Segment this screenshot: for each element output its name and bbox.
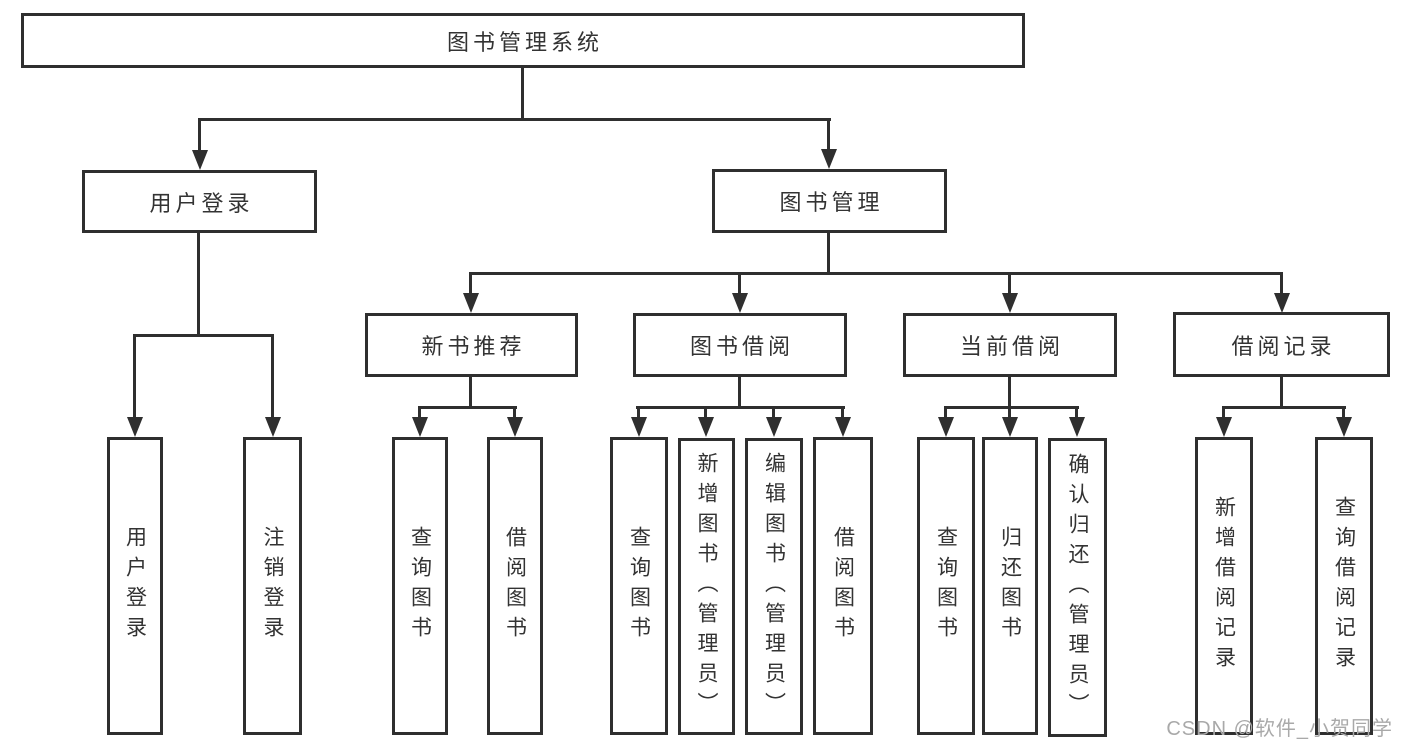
connector-currentborrow-rail (944, 406, 1079, 409)
node-new-book-recommend: 新书推荐 (365, 313, 578, 377)
connector-drop-bb-edit (772, 406, 775, 419)
connector-root-rail (198, 118, 831, 121)
leaf-cb-confirm-return-admin: 确认归还（管理员） (1048, 438, 1107, 737)
leaf-nb-query-books: 查询图书 (392, 437, 448, 735)
leaf-cb-query-books: 查询图书 (917, 437, 975, 735)
arrowhead-new-book-rec (463, 293, 479, 313)
node-book-borrow: 图书借阅 (633, 313, 847, 377)
node-root-label: 图书管理系统 (446, 29, 603, 55)
arrowhead-br-add (1216, 417, 1232, 437)
arrowhead-cb-query (938, 417, 954, 437)
arrowhead-borrow-records (1274, 293, 1290, 313)
connector-drop-new-book-rec (469, 272, 472, 295)
connector-userlogin-rail (133, 334, 274, 337)
connector-drop-borrow-records (1280, 272, 1283, 295)
node-book-management: 图书管理 (712, 169, 947, 233)
arrowhead-leaf-user-login (127, 417, 143, 437)
connector-bookmgmt-rail (469, 272, 1283, 275)
arrowhead-current-borrow (1002, 293, 1018, 313)
connector-drop-cb-return (1008, 406, 1011, 419)
node-user-login-label: 用户登录 (149, 190, 254, 216)
node-current-borrow: 当前借阅 (903, 313, 1117, 377)
connector-drop-book-mgmt (827, 118, 830, 151)
leaf-nb-query-books-label: 查询图书 (408, 526, 432, 646)
arrowhead-book-mgmt (821, 149, 837, 169)
connector-borrowrecords-stem (1280, 377, 1283, 409)
node-book-borrow-label: 图书借阅 (689, 334, 794, 359)
connector-newbookrec-rail (418, 406, 517, 409)
connector-userlogin-stem (197, 233, 200, 337)
connector-bookborrow-stem (738, 377, 741, 409)
node-borrow-records-label: 借阅记录 (1231, 333, 1336, 359)
connector-bookborrow-rail (636, 406, 845, 409)
node-user-login: 用户登录 (82, 170, 317, 233)
leaf-nb-borrow-books-label: 借阅图书 (503, 526, 527, 646)
leaf-cb-query-books-label: 查询图书 (934, 526, 958, 646)
leaf-user-login-label: 用户登录 (123, 526, 147, 646)
arrowhead-bb-add (698, 417, 714, 437)
leaf-cb-confirm-return-admin-label: 确认归还（管理员） (1066, 452, 1089, 723)
connector-drop-user-login (198, 118, 201, 152)
leaf-br-add-record: 新增借阅记录 (1195, 437, 1253, 735)
leaf-user-login: 用户登录 (107, 437, 163, 735)
leaf-nb-borrow-books: 借阅图书 (487, 437, 543, 735)
connector-drop-nb-query (418, 406, 421, 419)
connector-drop-bb-query (637, 406, 640, 419)
arrowhead-book-borrow (732, 293, 748, 313)
connector-newbookrec-stem (469, 377, 472, 409)
connector-drop-leaf-logout (271, 334, 274, 419)
leaf-bb-add-books-admin-label: 新增图书（管理员） (695, 451, 718, 722)
leaf-bb-query-books-label: 查询图书 (627, 526, 651, 646)
connector-drop-bb-borrow (841, 406, 844, 419)
connector-drop-cb-query (944, 406, 947, 419)
node-new-book-recommend-label: 新书推荐 (421, 334, 526, 359)
leaf-bb-add-books-admin: 新增图书（管理员） (678, 438, 735, 735)
connector-drop-bb-add (704, 406, 707, 419)
connector-drop-br-add (1222, 406, 1225, 419)
leaf-logout-login: 注销登录 (243, 437, 302, 735)
arrowhead-cb-confirm (1069, 417, 1085, 437)
leaf-bb-query-books: 查询图书 (610, 437, 668, 735)
connector-borrowrecords-rail (1222, 406, 1346, 409)
connector-currentborrow-stem (1008, 377, 1011, 409)
node-borrow-records: 借阅记录 (1173, 312, 1390, 377)
arrowhead-bb-query (631, 417, 647, 437)
node-root: 图书管理系统 (21, 13, 1025, 68)
node-book-management-label: 图书管理 (779, 190, 884, 215)
leaf-bb-edit-books-admin: 编辑图书（管理员） (745, 438, 803, 735)
arrowhead-br-query (1336, 417, 1352, 437)
connector-drop-leaf-user-login (133, 334, 136, 419)
connector-drop-cb-confirm (1075, 406, 1078, 419)
leaf-cb-return-books: 归还图书 (982, 437, 1038, 735)
leaf-br-query-record: 查询借阅记录 (1315, 437, 1373, 735)
node-current-borrow-label: 当前借阅 (959, 334, 1064, 359)
arrowhead-cb-return (1002, 417, 1018, 437)
leaf-br-add-record-label: 新增借阅记录 (1212, 496, 1236, 676)
watermark-text: CSDN @软件_小贺同学 (1166, 718, 1393, 740)
arrowhead-bb-borrow (835, 417, 851, 437)
arrowhead-nb-query (412, 417, 428, 437)
leaf-logout-login-label: 注销登录 (261, 526, 284, 646)
leaf-br-query-record-label: 查询借阅记录 (1332, 496, 1356, 676)
connector-bookmgmt-stem (827, 233, 830, 275)
leaf-cb-return-books-label: 归还图书 (998, 526, 1022, 646)
leaf-bb-borrow-books: 借阅图书 (813, 437, 873, 735)
connector-drop-current-borrow (1008, 272, 1011, 295)
connector-drop-br-query (1342, 406, 1345, 419)
connector-drop-nb-borrow (513, 406, 516, 419)
connector-root-stem (521, 68, 524, 121)
arrowhead-nb-borrow (507, 417, 523, 437)
arrowhead-user-login (192, 150, 208, 170)
arrowhead-leaf-logout (265, 417, 281, 437)
leaf-bb-borrow-books-label: 借阅图书 (831, 526, 855, 646)
arrowhead-bb-edit (766, 417, 782, 437)
leaf-bb-edit-books-admin-label: 编辑图书（管理员） (762, 451, 786, 722)
connector-drop-book-borrow (738, 272, 741, 295)
